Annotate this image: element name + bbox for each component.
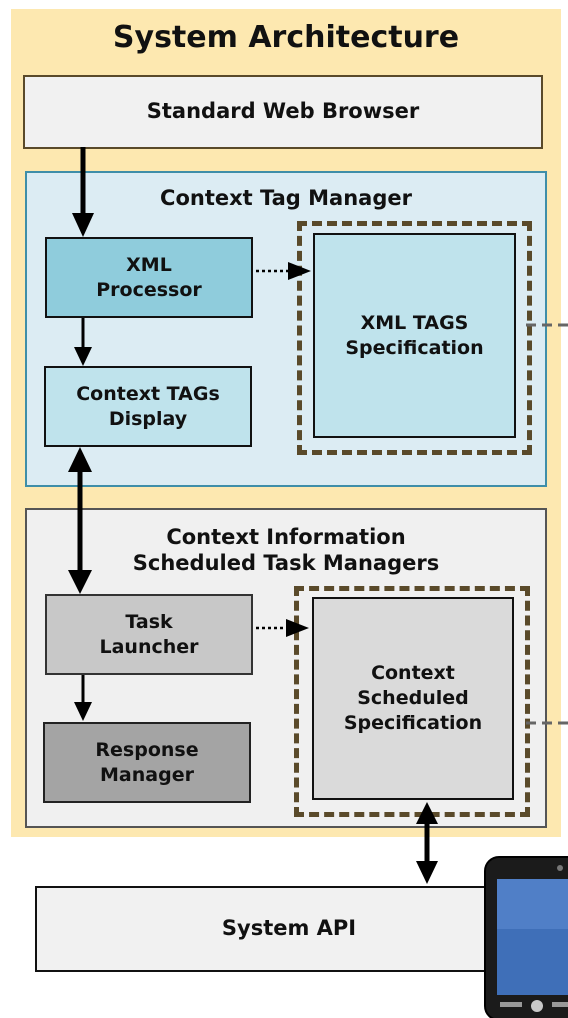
- arrow-context-scheduled-to-system-api: [416, 802, 438, 884]
- smartphone-icon: [484, 856, 568, 1018]
- arrow-xml-processor-to-display: [74, 318, 92, 366]
- arrow-browser-to-xml-processor: [72, 147, 94, 237]
- xml-tags-specification-box: XML TAGS Specification: [313, 233, 516, 438]
- scheduled-task-managers-title: Context Information Scheduled Task Manag…: [132, 525, 440, 576]
- standard-web-browser-box: Standard Web Browser: [23, 75, 543, 149]
- xml-tags-dashed-frame: [297, 221, 532, 455]
- context-tag-manager-title: Context Tag Manager: [160, 186, 412, 210]
- context-scheduled-specification-box: Context Scheduled Specification: [312, 597, 514, 800]
- arrow-display-to-task-launcher: [68, 447, 92, 594]
- xml-processor-box: XML Processor: [45, 237, 253, 318]
- arrow-task-launcher-to-response-manager: [74, 675, 92, 721]
- arrow-task-launcher-to-context-scheduled: [256, 619, 309, 637]
- task-launcher-box: Task Launcher: [45, 594, 253, 675]
- arrow-xml-processor-to-xml-tags: [256, 262, 311, 280]
- response-manager-box: Response Manager: [43, 722, 251, 803]
- diagram-title: System Architecture: [112, 20, 460, 55]
- context-scheduled-dashed-frame: [294, 586, 530, 817]
- context-tags-display-box: Context TAGs Display: [44, 366, 252, 447]
